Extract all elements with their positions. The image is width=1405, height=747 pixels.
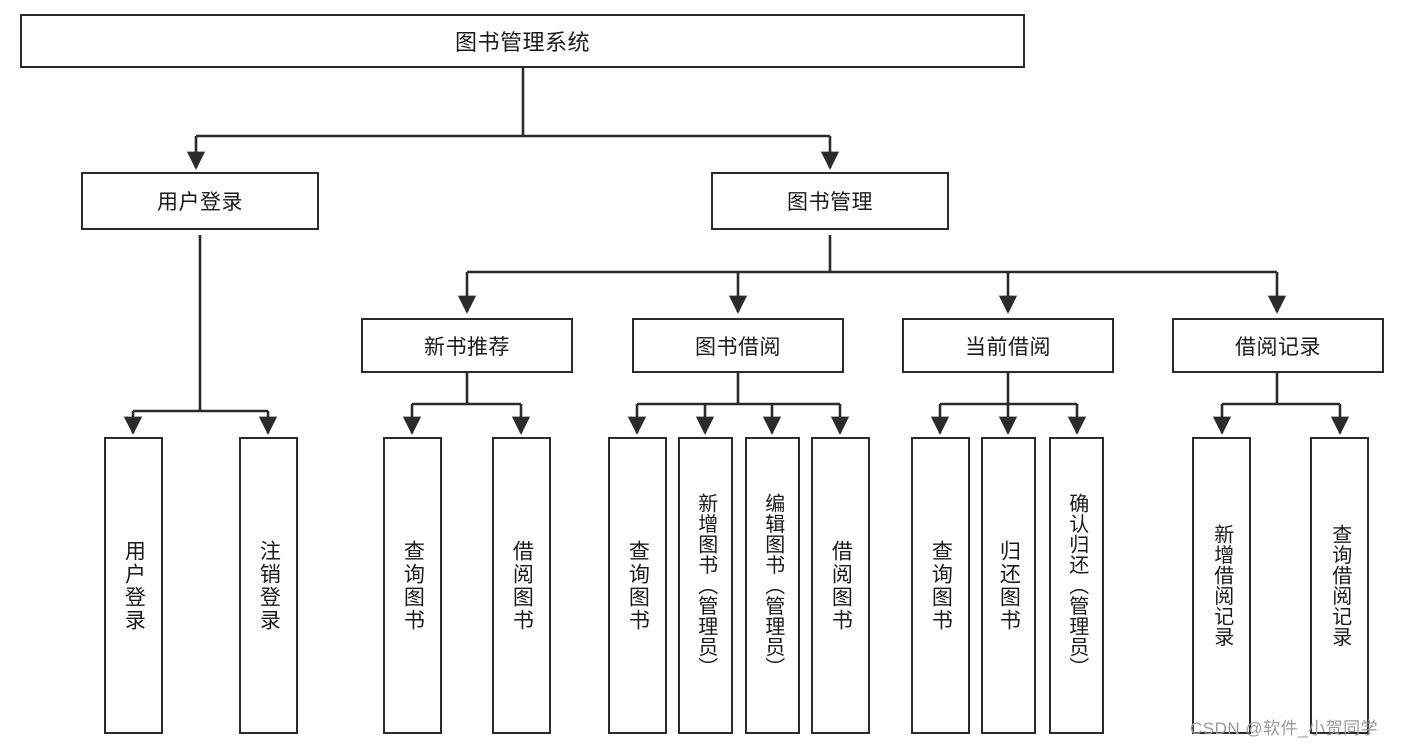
leaf-query-book-2-label: 查询图书 [626,539,650,632]
leaf-logout[interactable]: 注销登录 [239,437,298,734]
node-book-manage[interactable]: 图书管理 [711,172,949,230]
leaf-user-login-label: 用户登录 [122,539,146,632]
node-current-borrow-label: 当前借阅 [965,335,1051,359]
leaf-confirm-return[interactable]: 确认归还（管理员） [1049,437,1104,734]
node-new-book-recommend-label: 新书推荐 [424,335,510,359]
leaf-edit-book-label: 编辑图书（管理员） [761,493,784,678]
node-borrow-record[interactable]: 借阅记录 [1172,318,1384,373]
leaf-add-book[interactable]: 新增图书（管理员） [678,437,733,734]
csdn-watermark: CSDN @软件_小贺同学 [1190,719,1379,738]
node-user-login[interactable]: 用户登录 [81,172,319,230]
node-current-borrow[interactable]: 当前借阅 [902,318,1114,373]
leaf-query-record-label: 查询借阅记录 [1328,524,1351,647]
leaf-add-record-label: 新增借阅记录 [1210,524,1233,647]
leaf-query-record[interactable]: 查询借阅记录 [1310,437,1369,734]
node-root-label: 图书管理系统 [454,30,590,55]
node-user-login-label: 用户登录 [157,191,243,214]
node-new-book-recommend[interactable]: 新书推荐 [361,318,573,373]
leaf-add-record[interactable]: 新增借阅记录 [1192,437,1251,734]
leaf-return-book-label: 归还图书 [997,539,1021,632]
node-book-manage-label: 图书管理 [787,191,873,214]
leaf-borrow-book-2[interactable]: 借阅图书 [811,437,870,734]
leaf-confirm-return-label: 确认归还（管理员） [1065,493,1088,678]
leaf-query-book-1-label: 查询图书 [401,539,425,632]
leaf-borrow-book-2-label: 借阅图书 [829,539,853,632]
leaf-borrow-book-1-label: 借阅图书 [510,539,534,632]
node-book-borrow[interactable]: 图书借阅 [632,318,844,373]
leaf-add-book-label: 新增图书（管理员） [694,493,717,678]
node-root[interactable]: 图书管理系统 [20,14,1025,68]
leaf-logout-label: 注销登录 [257,539,281,632]
leaf-query-book-3[interactable]: 查询图书 [911,437,970,734]
leaf-borrow-book-1[interactable]: 借阅图书 [492,437,551,734]
leaf-query-book-2[interactable]: 查询图书 [608,437,667,734]
leaf-user-login[interactable]: 用户登录 [104,437,163,734]
node-book-borrow-label: 图书借阅 [695,335,781,359]
leaf-return-book[interactable]: 归还图书 [981,437,1036,734]
leaf-query-book-1[interactable]: 查询图书 [383,437,442,734]
node-borrow-record-label: 借阅记录 [1235,335,1321,359]
leaf-edit-book[interactable]: 编辑图书（管理员） [745,437,800,734]
leaf-query-book-3-label: 查询图书 [929,539,953,632]
